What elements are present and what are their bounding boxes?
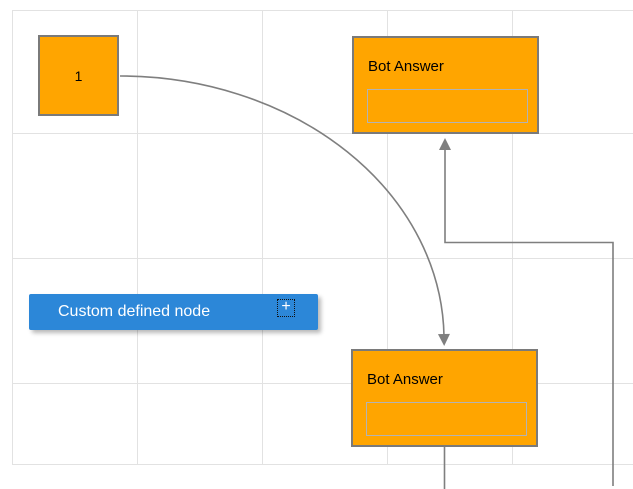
node-bot-answer-top[interactable]: Bot Answer [352,36,539,134]
grid-line [387,10,388,464]
grid-line [512,10,513,464]
node-title: Bot Answer [368,58,444,75]
grid-line [137,10,138,464]
message-input[interactable] [367,89,528,123]
grid-line [12,10,13,464]
node-custom-label: Custom defined node [58,303,211,320]
node-title: Bot Answer [367,371,443,388]
node-start-label: 1 [74,67,83,84]
plus-icon: + [281,298,291,315]
grid-line [12,258,633,259]
node-bot-answer-bottom[interactable]: Bot Answer [351,349,538,447]
node-start[interactable]: 1 [38,35,119,116]
message-input[interactable] [366,402,527,436]
grid-line [12,464,633,465]
connector-start-to-bottom-answer[interactable] [119,75,450,346]
add-port-button[interactable]: + [277,299,295,317]
grid-line [262,10,263,464]
grid-line [12,383,633,384]
connector-elbow-to-top-answer[interactable] [439,138,614,486]
grid-line [12,10,633,11]
node-custom-defined[interactable]: Custom defined node + [29,294,318,330]
